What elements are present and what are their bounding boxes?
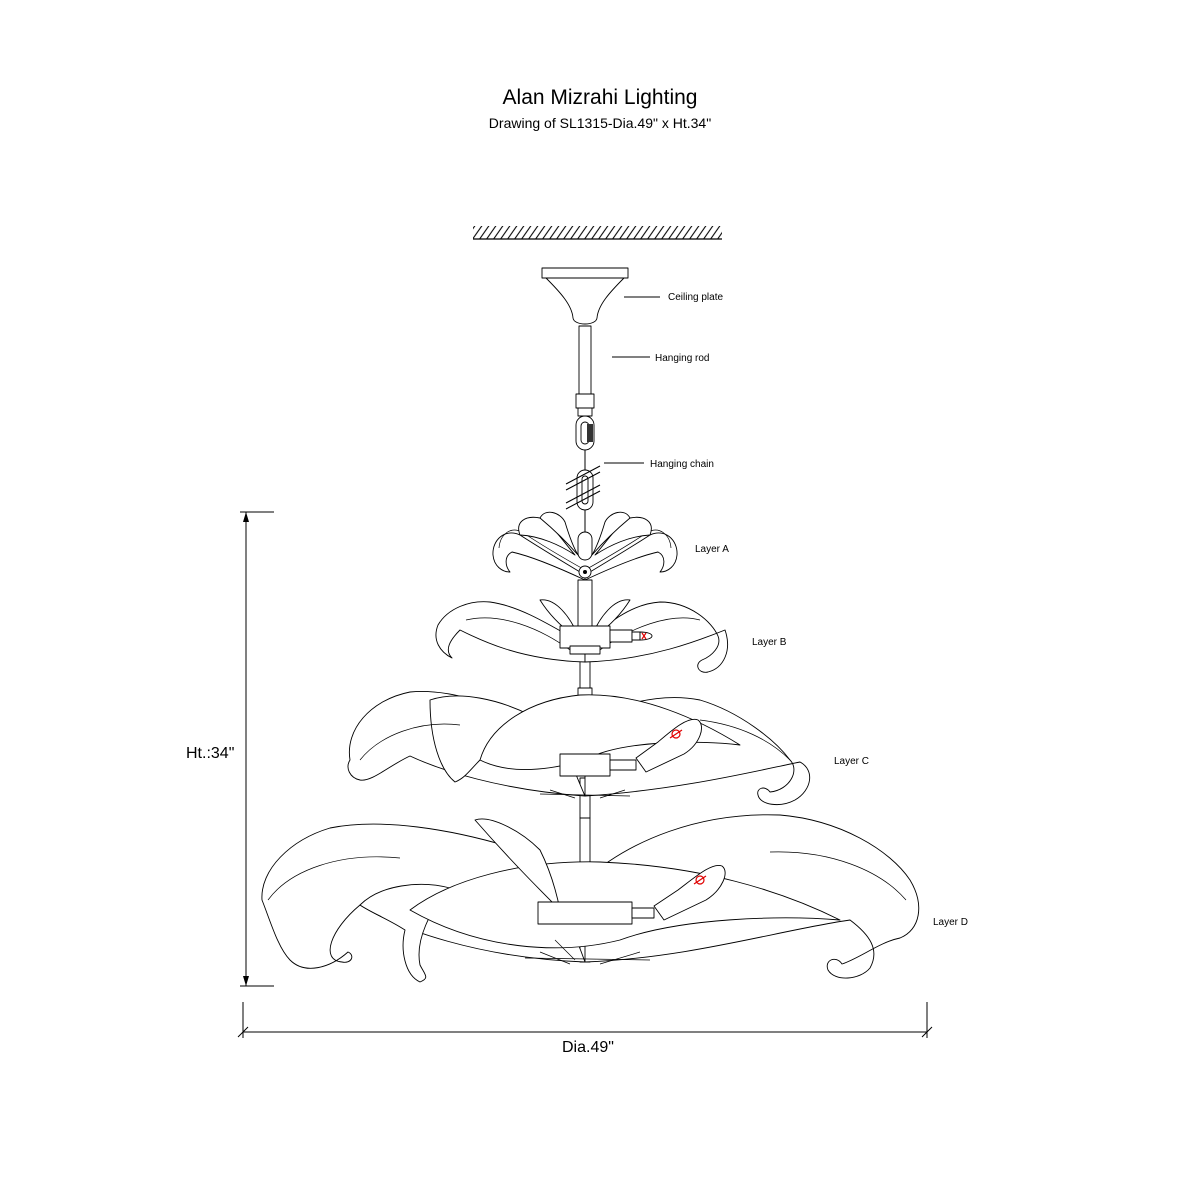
label-hanging-chain: Hanging chain xyxy=(650,459,714,470)
layer-b xyxy=(435,599,728,673)
layer-a xyxy=(492,511,678,581)
hanging-chain xyxy=(565,415,601,561)
diameter-dimension xyxy=(237,1002,933,1038)
diameter-label: Dia.49" xyxy=(562,1039,614,1056)
label-layer-a: Layer A xyxy=(695,544,729,555)
height-label: Ht.:34" xyxy=(186,745,234,762)
hanging-rod xyxy=(575,325,595,417)
label-ceiling-plate: Ceiling plate xyxy=(668,292,723,303)
label-layer-d: Layer D xyxy=(933,917,968,928)
ceiling-hatch xyxy=(473,226,722,240)
height-dimension xyxy=(240,511,274,987)
label-layer-b: Layer B xyxy=(752,637,787,648)
drawing-title: Alan Mizrahi Lighting xyxy=(502,86,698,109)
label-layer-c: Layer C xyxy=(834,756,869,767)
leader-lines xyxy=(604,296,660,464)
layer-c xyxy=(347,690,810,806)
label-hanging-rod: Hanging rod xyxy=(655,353,709,364)
layer-d xyxy=(261,814,920,983)
ceiling-plate xyxy=(541,267,629,325)
drawing-subtitle: Drawing of SL1315-Dia.49" x Ht.34" xyxy=(488,115,712,131)
